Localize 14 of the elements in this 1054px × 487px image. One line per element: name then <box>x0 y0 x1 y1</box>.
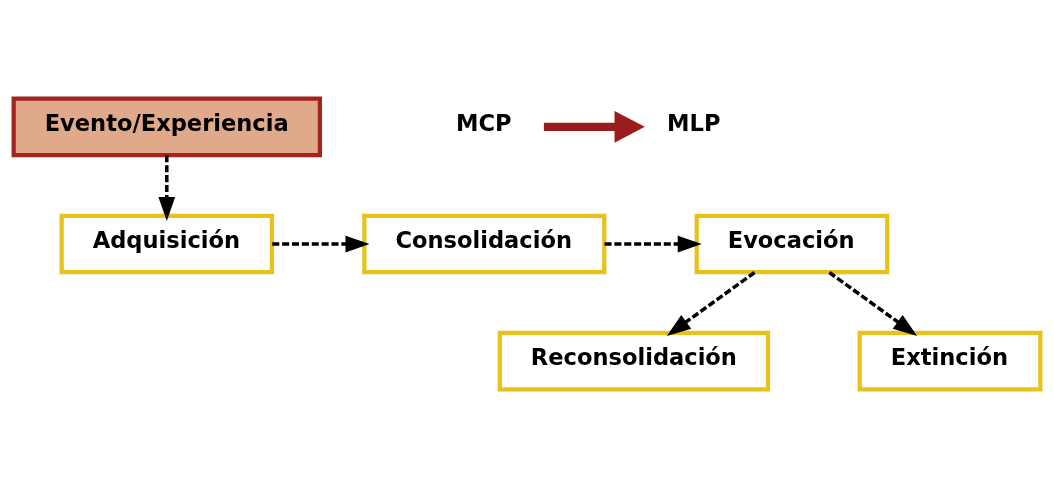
node-box: Adquisición <box>59 213 275 274</box>
node-box: Extinción <box>857 330 1043 391</box>
node-box: Evocación <box>694 213 890 274</box>
arrow <box>158 154 176 221</box>
node-box: Evento/Experiencia <box>11 96 322 157</box>
node-box: Reconsolidación <box>497 330 771 391</box>
arrow <box>666 270 756 336</box>
arrow <box>604 235 702 252</box>
arrow <box>828 270 918 336</box>
arrow <box>272 235 370 252</box>
node-text: MLP <box>667 109 721 136</box>
node-box: Consolidación <box>362 213 607 274</box>
node-text: MCP <box>456 109 512 136</box>
arrow <box>543 110 645 143</box>
